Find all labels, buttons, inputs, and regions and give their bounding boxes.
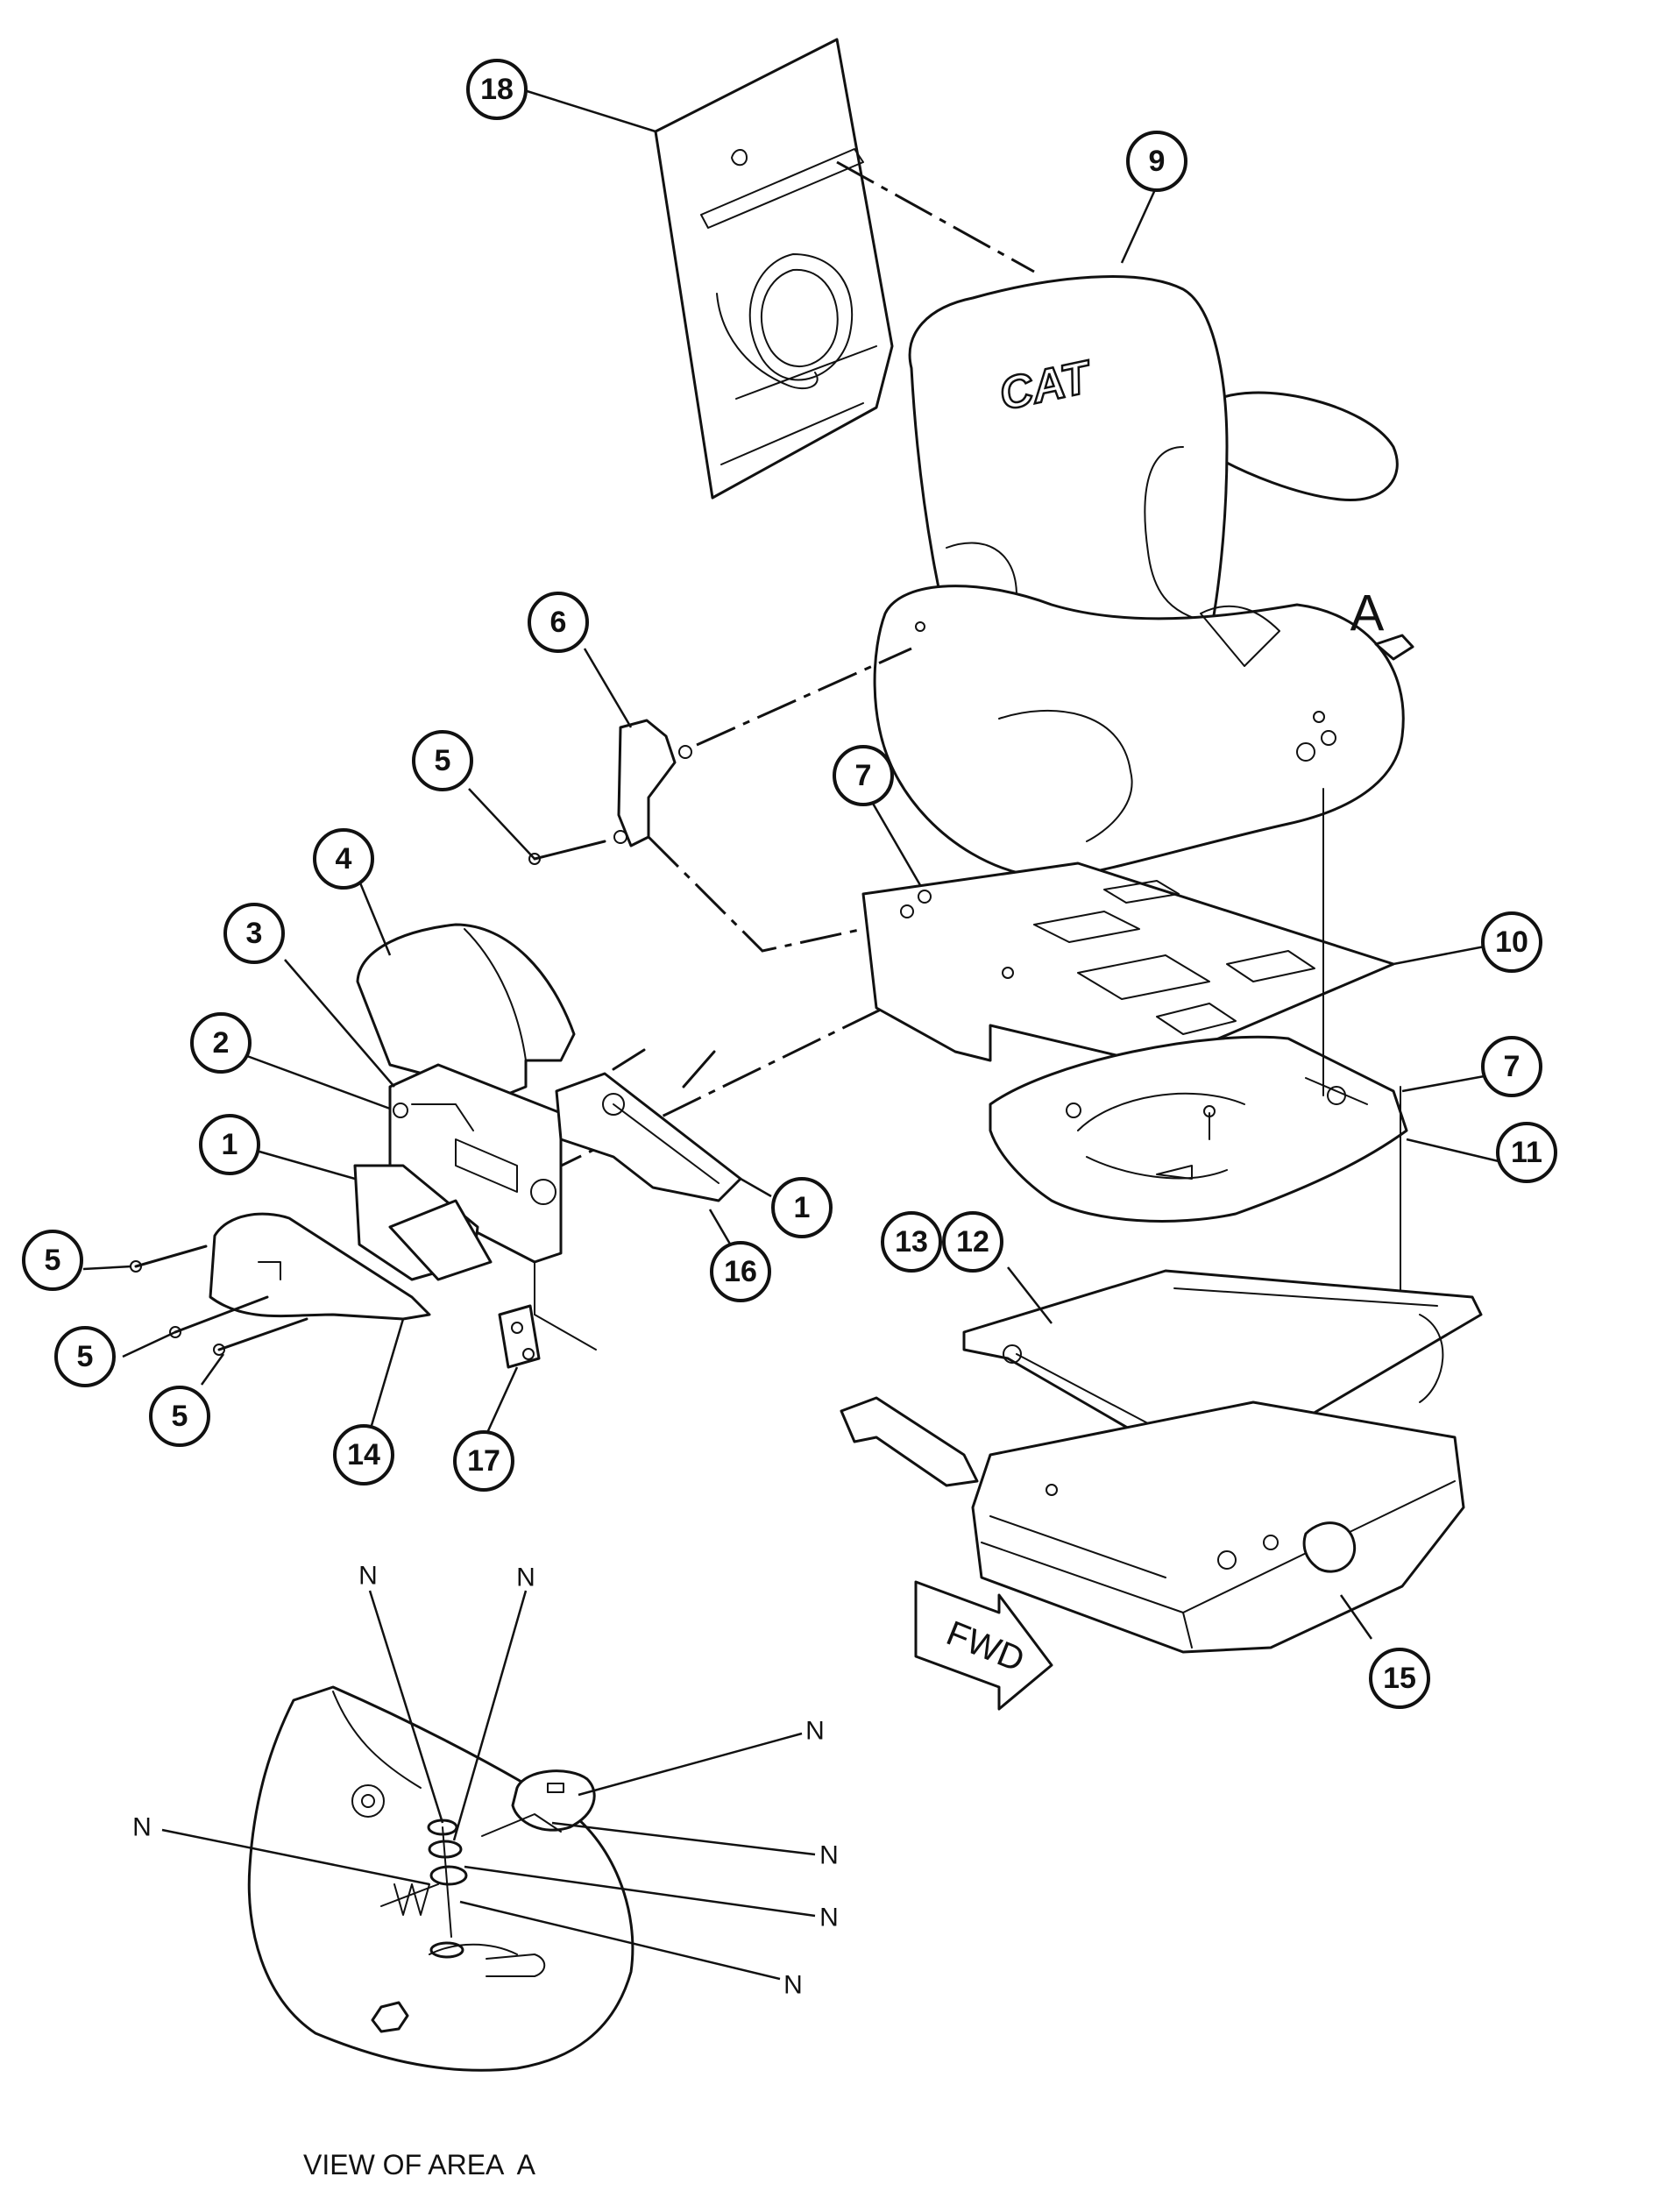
svg-text:11: 11: [1511, 1136, 1542, 1169]
callout-18: 18: [466, 59, 528, 120]
forward-direction-arrow: FWD: [914, 1580, 1053, 1711]
suspension-base: [840, 1396, 1465, 1654]
seat-assembly: CAT: [873, 275, 1414, 879]
assembly-line: [696, 647, 912, 747]
callout-11: 11: [1496, 1122, 1557, 1183]
callout-15: 15: [1369, 1648, 1430, 1709]
svg-text:9: 9: [1149, 145, 1166, 178]
view-caption: VIEW OF AREA A: [303, 2149, 535, 2180]
svg-text:1: 1: [794, 1191, 811, 1224]
svg-text:14: 14: [347, 1438, 380, 1471]
callout-14: 14: [333, 1424, 394, 1485]
view-marker-a: A: [1350, 585, 1385, 642]
callout-5: 5: [54, 1326, 116, 1387]
bolt: [130, 1244, 208, 1273]
side-panel: [209, 1212, 431, 1321]
detail-label-n: N: [819, 1841, 839, 1870]
side-rail: [555, 1048, 742, 1202]
svg-text:5: 5: [435, 744, 451, 777]
svg-text:10: 10: [1495, 925, 1528, 959]
assembly-line: [647, 835, 864, 953]
bolt: [213, 1317, 308, 1356]
svg-text:16: 16: [724, 1255, 757, 1288]
callout-5: 5: [412, 730, 473, 791]
svg-text:5: 5: [45, 1244, 61, 1277]
svg-text:13: 13: [895, 1225, 928, 1259]
callout-5: 5: [149, 1386, 210, 1447]
svg-text:17: 17: [467, 1444, 500, 1478]
callout-3: 3: [223, 903, 285, 964]
svg-text:7: 7: [855, 759, 872, 792]
svg-text:2: 2: [213, 1026, 230, 1060]
assembly-line: [836, 160, 1035, 273]
armrest: [356, 923, 576, 1097]
swivel-plate: [989, 1035, 1408, 1223]
svg-text:3: 3: [246, 917, 263, 950]
svg-text:6: 6: [550, 606, 567, 639]
detail-view-area-a: [161, 1590, 816, 2072]
detail-label-n: N: [132, 1813, 152, 1842]
callout-6: 6: [528, 592, 589, 653]
callout-13: 13: [881, 1211, 942, 1273]
callout-2: 2: [190, 1012, 252, 1074]
callout-16: 16: [710, 1241, 771, 1302]
detail-label-n: N: [805, 1717, 825, 1746]
detail-label-n: N: [516, 1563, 535, 1592]
bolt: [169, 1295, 269, 1338]
callout-7: 7: [1481, 1036, 1542, 1097]
detail-label-n: N: [783, 1971, 803, 2000]
svg-text:7: 7: [1504, 1050, 1521, 1083]
seat-back-pocket: [654, 38, 894, 500]
svg-text:12: 12: [956, 1225, 989, 1259]
small-bracket: [498, 1304, 541, 1369]
callout-4: 4: [313, 828, 374, 890]
svg-text:1: 1: [222, 1128, 238, 1161]
callout-12: 12: [942, 1211, 1003, 1273]
bracket: [613, 719, 692, 847]
svg-text:5: 5: [77, 1340, 94, 1373]
svg-text:18: 18: [480, 73, 514, 106]
callout-5: 5: [22, 1230, 83, 1291]
control-housing: [353, 1164, 597, 1351]
svg-text:4: 4: [336, 842, 352, 876]
callout-17: 17: [453, 1430, 514, 1492]
callout-9: 9: [1126, 131, 1187, 192]
callout-10: 10: [1481, 911, 1542, 973]
mounting-plate: [861, 862, 1395, 1067]
callout-1: 1: [771, 1177, 833, 1238]
detail-label-n: N: [358, 1562, 378, 1591]
bolt: [528, 840, 606, 865]
svg-text:15: 15: [1383, 1662, 1416, 1695]
svg-text:5: 5: [172, 1400, 188, 1433]
callout-7: 7: [833, 745, 894, 806]
callout-1: 1: [199, 1114, 260, 1175]
detail-label-n: N: [819, 1904, 839, 1932]
